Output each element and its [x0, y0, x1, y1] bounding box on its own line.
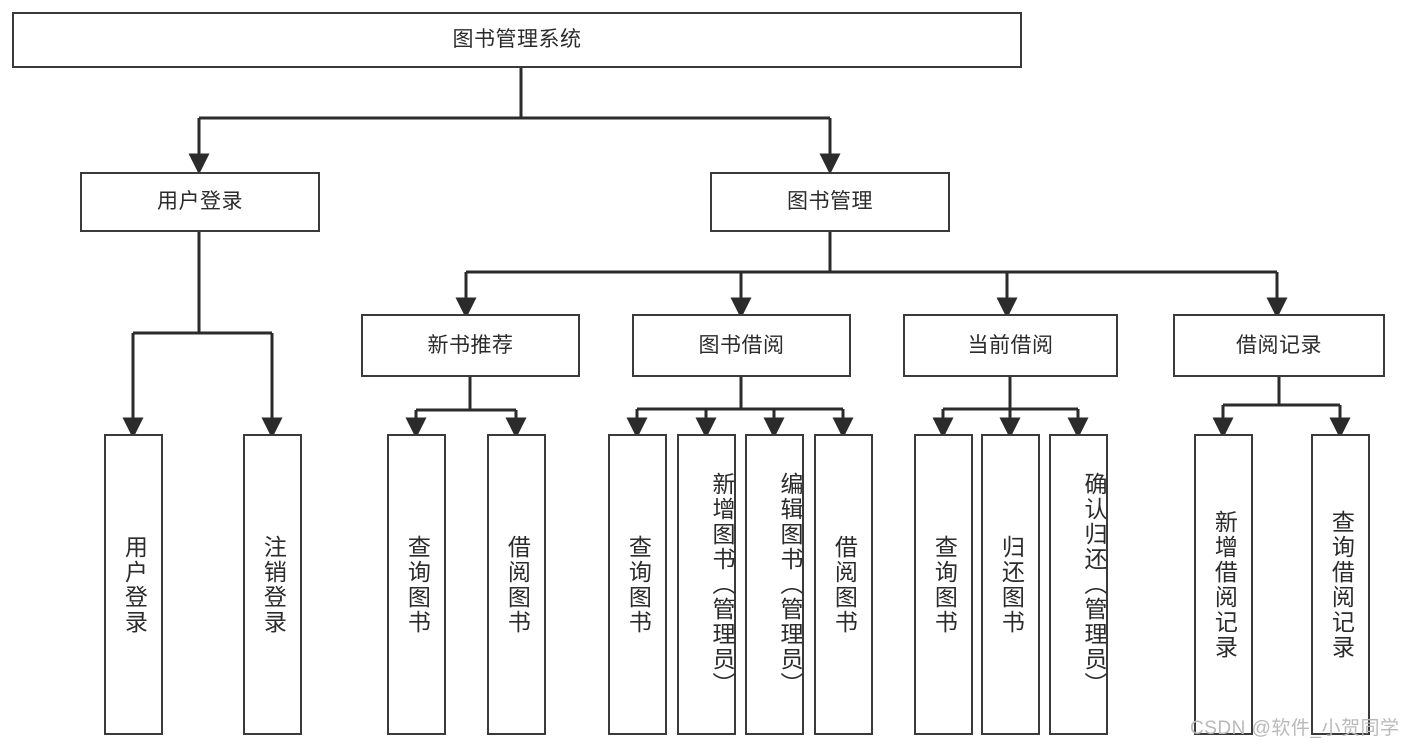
- node-borrow-record[interactable]: 借阅记录: [1173, 314, 1385, 377]
- node-label: 归还图书: [998, 534, 1025, 635]
- node-current-borrow[interactable]: 当前借阅: [903, 314, 1118, 377]
- leaf-book-borrow-query-book[interactable]: 查询图书: [608, 434, 667, 735]
- node-label: 新增图书（管理员）: [709, 472, 735, 697]
- csdn-watermark: CSDN @软件_小贺同学: [1190, 718, 1400, 739]
- node-label: 新增借阅记录: [1211, 509, 1238, 660]
- leaf-new-book-borrow-book[interactable]: 借阅图书: [487, 434, 546, 735]
- node-label: 查询图书: [404, 534, 431, 635]
- leaf-current-borrow-return-book[interactable]: 归还图书: [981, 434, 1040, 735]
- leaf-book-borrow-edit-book-admin[interactable]: 编辑图书（管理员）: [745, 434, 804, 735]
- node-label: 当前借阅: [967, 333, 1054, 357]
- node-book-management[interactable]: 图书管理: [710, 172, 950, 232]
- node-label: 查询图书: [931, 534, 958, 635]
- node-label: 查询图书: [625, 534, 652, 635]
- node-label: 用户登录: [157, 190, 243, 214]
- leaf-current-borrow-confirm-return-admin[interactable]: 确认归还（管理员）: [1049, 434, 1108, 735]
- leaf-borrow-record-query-record[interactable]: 查询借阅记录: [1311, 434, 1370, 735]
- leaf-user-login-logout[interactable]: 注销登录: [243, 434, 302, 735]
- node-user-login[interactable]: 用户登录: [80, 172, 320, 232]
- node-root-library-management-system[interactable]: 图书管理系统: [12, 12, 1022, 68]
- node-label: 借阅图书: [504, 534, 531, 635]
- node-label: 编辑图书（管理员）: [777, 472, 803, 697]
- node-label: 借阅记录: [1236, 333, 1322, 357]
- leaf-borrow-record-add-record[interactable]: 新增借阅记录: [1194, 434, 1253, 735]
- node-book-borrow[interactable]: 图书借阅: [632, 314, 851, 377]
- node-label: 新书推荐: [427, 333, 514, 357]
- leaf-new-book-query-book[interactable]: 查询图书: [387, 434, 446, 735]
- leaf-book-borrow-add-book-admin[interactable]: 新增图书（管理员）: [677, 434, 736, 735]
- leaf-book-borrow-borrow-book[interactable]: 借阅图书: [814, 434, 873, 735]
- node-new-book-recommend[interactable]: 新书推荐: [361, 314, 580, 377]
- node-label: 注销登录: [260, 534, 287, 635]
- node-label: 用户登录: [121, 534, 148, 635]
- leaf-current-borrow-query-book[interactable]: 查询图书: [914, 434, 973, 735]
- node-label: 图书管理系统: [452, 28, 582, 52]
- node-label: 图书借阅: [698, 333, 785, 357]
- node-label: 借阅图书: [831, 534, 858, 635]
- leaf-user-login-login[interactable]: 用户登录: [104, 434, 163, 735]
- node-label: 图书管理: [787, 190, 873, 214]
- node-label: 确认归还（管理员）: [1081, 472, 1107, 697]
- node-label: 查询借阅记录: [1328, 509, 1355, 660]
